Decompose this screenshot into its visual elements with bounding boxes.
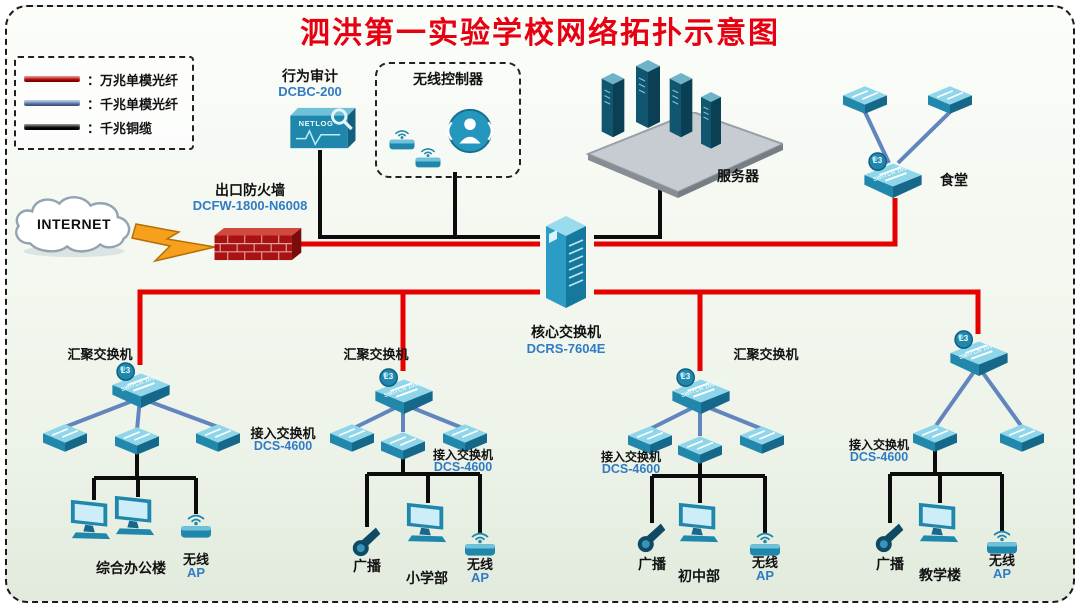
core-switch-icon bbox=[538, 212, 594, 317]
internet-label: INTERNET bbox=[37, 216, 111, 232]
canteen-l3-switch-icon: L3 SWITCH 1000M bbox=[864, 152, 922, 198]
legend-label: ：万兆单模光纤 bbox=[87, 72, 179, 88]
wireless-controller-group: 无线控制器 bbox=[375, 62, 521, 178]
core-switch-label: 核心交换机 bbox=[531, 324, 601, 340]
access-switch-icon bbox=[740, 426, 784, 459]
legend-item: ：万兆单模光纤 bbox=[24, 67, 184, 91]
access-switch-model: DCS-4600 bbox=[601, 462, 661, 476]
access-switch-icon bbox=[843, 86, 887, 119]
legend-label: ：千兆单模光纤 bbox=[87, 96, 179, 112]
access-switch-label: 接入交换机 bbox=[432, 448, 493, 462]
access-switch-icon bbox=[381, 432, 425, 465]
pc-icon bbox=[404, 500, 450, 549]
l3-badge: L3 bbox=[383, 372, 394, 381]
audit-model: DCBC-200 bbox=[278, 84, 342, 99]
broadcast-label: 广播 bbox=[876, 556, 904, 572]
aggregation-switch-label: 汇聚交换机 bbox=[343, 347, 409, 362]
lightning-icon bbox=[131, 223, 216, 263]
ac-controller-icon bbox=[443, 104, 497, 163]
wlc-label: 无线控制器 bbox=[413, 71, 483, 87]
access-switch-model: DCS-4600 bbox=[253, 439, 313, 453]
access-switch-icon bbox=[678, 436, 722, 469]
broadcast-label: 广播 bbox=[353, 558, 381, 574]
server-icon bbox=[664, 70, 698, 149]
firewall-label: 出口防火墙 bbox=[215, 182, 285, 198]
pc-icon bbox=[916, 500, 962, 549]
access-switch-icon bbox=[43, 424, 87, 457]
access-switch-icon bbox=[1000, 424, 1044, 457]
access-switch-icon bbox=[196, 424, 240, 457]
l3-badge: L3 bbox=[872, 156, 883, 165]
audit-device-icon: NETLOG bbox=[284, 106, 358, 152]
building-label: 初中部 bbox=[678, 568, 720, 584]
servers-label: 服务器 bbox=[717, 168, 759, 184]
aggregation-switch-label: 汇聚交换机 bbox=[733, 347, 799, 362]
access-switch-model: DCS-4600 bbox=[849, 450, 909, 464]
aggregation-switch-icon: L3 SWITCH 1000M bbox=[672, 368, 730, 414]
legend-item: ：千兆铜缆 bbox=[24, 115, 184, 139]
l3-badge: L3 bbox=[680, 372, 691, 381]
page-title: 泗洪第一实验学校网络拓扑示意图 bbox=[300, 17, 780, 50]
building-label: 教学楼 bbox=[919, 567, 961, 583]
aggregation-switch-label: 汇聚交换机 bbox=[67, 347, 133, 362]
server-platform bbox=[578, 110, 786, 200]
ap-label: AP bbox=[992, 566, 1012, 581]
audit-label: 行为审计 bbox=[282, 68, 338, 84]
aggregation-switch-icon: L3 SWITCH 1000M bbox=[950, 330, 1008, 376]
access-switch-icon bbox=[330, 424, 374, 457]
firewall-icon bbox=[212, 227, 302, 266]
server-icon bbox=[630, 54, 666, 143]
l3-badge: L3 bbox=[120, 366, 131, 375]
ap-label: AP bbox=[755, 568, 775, 583]
access-switch-icon bbox=[115, 427, 159, 460]
server-icon bbox=[596, 70, 630, 149]
access-switch-label: 接入交换机 bbox=[848, 438, 909, 452]
ap-icon bbox=[413, 146, 443, 176]
netlog-caption: NETLOG bbox=[298, 119, 334, 128]
legend: ：万兆单模光纤 ：千兆单模光纤 ：千兆铜缆 bbox=[14, 56, 194, 150]
building-label: 小学部 bbox=[406, 570, 448, 586]
wireless-label: 无线 bbox=[751, 555, 778, 570]
access-switch-icon bbox=[913, 424, 957, 457]
pc-icon bbox=[676, 500, 722, 549]
internet-cloud-icon: INTERNET bbox=[10, 190, 138, 260]
legend-line-10g-fiber bbox=[24, 76, 80, 82]
copper-links bbox=[92, 150, 1004, 533]
wireless-label: 无线 bbox=[466, 557, 493, 572]
access-switch-label: 接入交换机 bbox=[250, 426, 316, 441]
legend-line-1g-fiber bbox=[24, 100, 80, 106]
access-switch-model: DCS-4600 bbox=[433, 460, 493, 474]
wireless-label: 无线 bbox=[988, 553, 1015, 568]
ap-icon bbox=[178, 512, 214, 547]
server-icon bbox=[696, 90, 726, 159]
firewall-model: DCFW-1800-N6008 bbox=[192, 198, 308, 213]
access-switch-label: 接入交换机 bbox=[600, 450, 661, 464]
building-label: 综合办公楼 bbox=[96, 560, 166, 576]
aggregation-switch-icon: L3 SWITCH 1000M bbox=[112, 362, 170, 408]
canteen-label: 食堂 bbox=[940, 172, 968, 188]
pc-icon bbox=[68, 497, 114, 546]
wireless-label: 无线 bbox=[182, 552, 209, 567]
legend-item: ：千兆单模光纤 bbox=[24, 91, 184, 115]
access-switch-icon bbox=[928, 86, 972, 119]
core-switch-model: DCRS-7604E bbox=[526, 341, 606, 356]
pc-icon bbox=[112, 493, 158, 542]
ap-label: AP bbox=[186, 565, 206, 580]
legend-label: ：千兆铜缆 bbox=[87, 120, 153, 136]
aggregation-switch-icon: L3 SWITCH 1000M bbox=[375, 368, 433, 414]
ap-label: AP bbox=[470, 570, 490, 585]
legend-line-copper bbox=[24, 124, 80, 130]
l3-badge: L3 bbox=[958, 334, 969, 343]
broadcast-label: 广播 bbox=[638, 556, 666, 572]
fiber-10g-links bbox=[137, 198, 981, 371]
